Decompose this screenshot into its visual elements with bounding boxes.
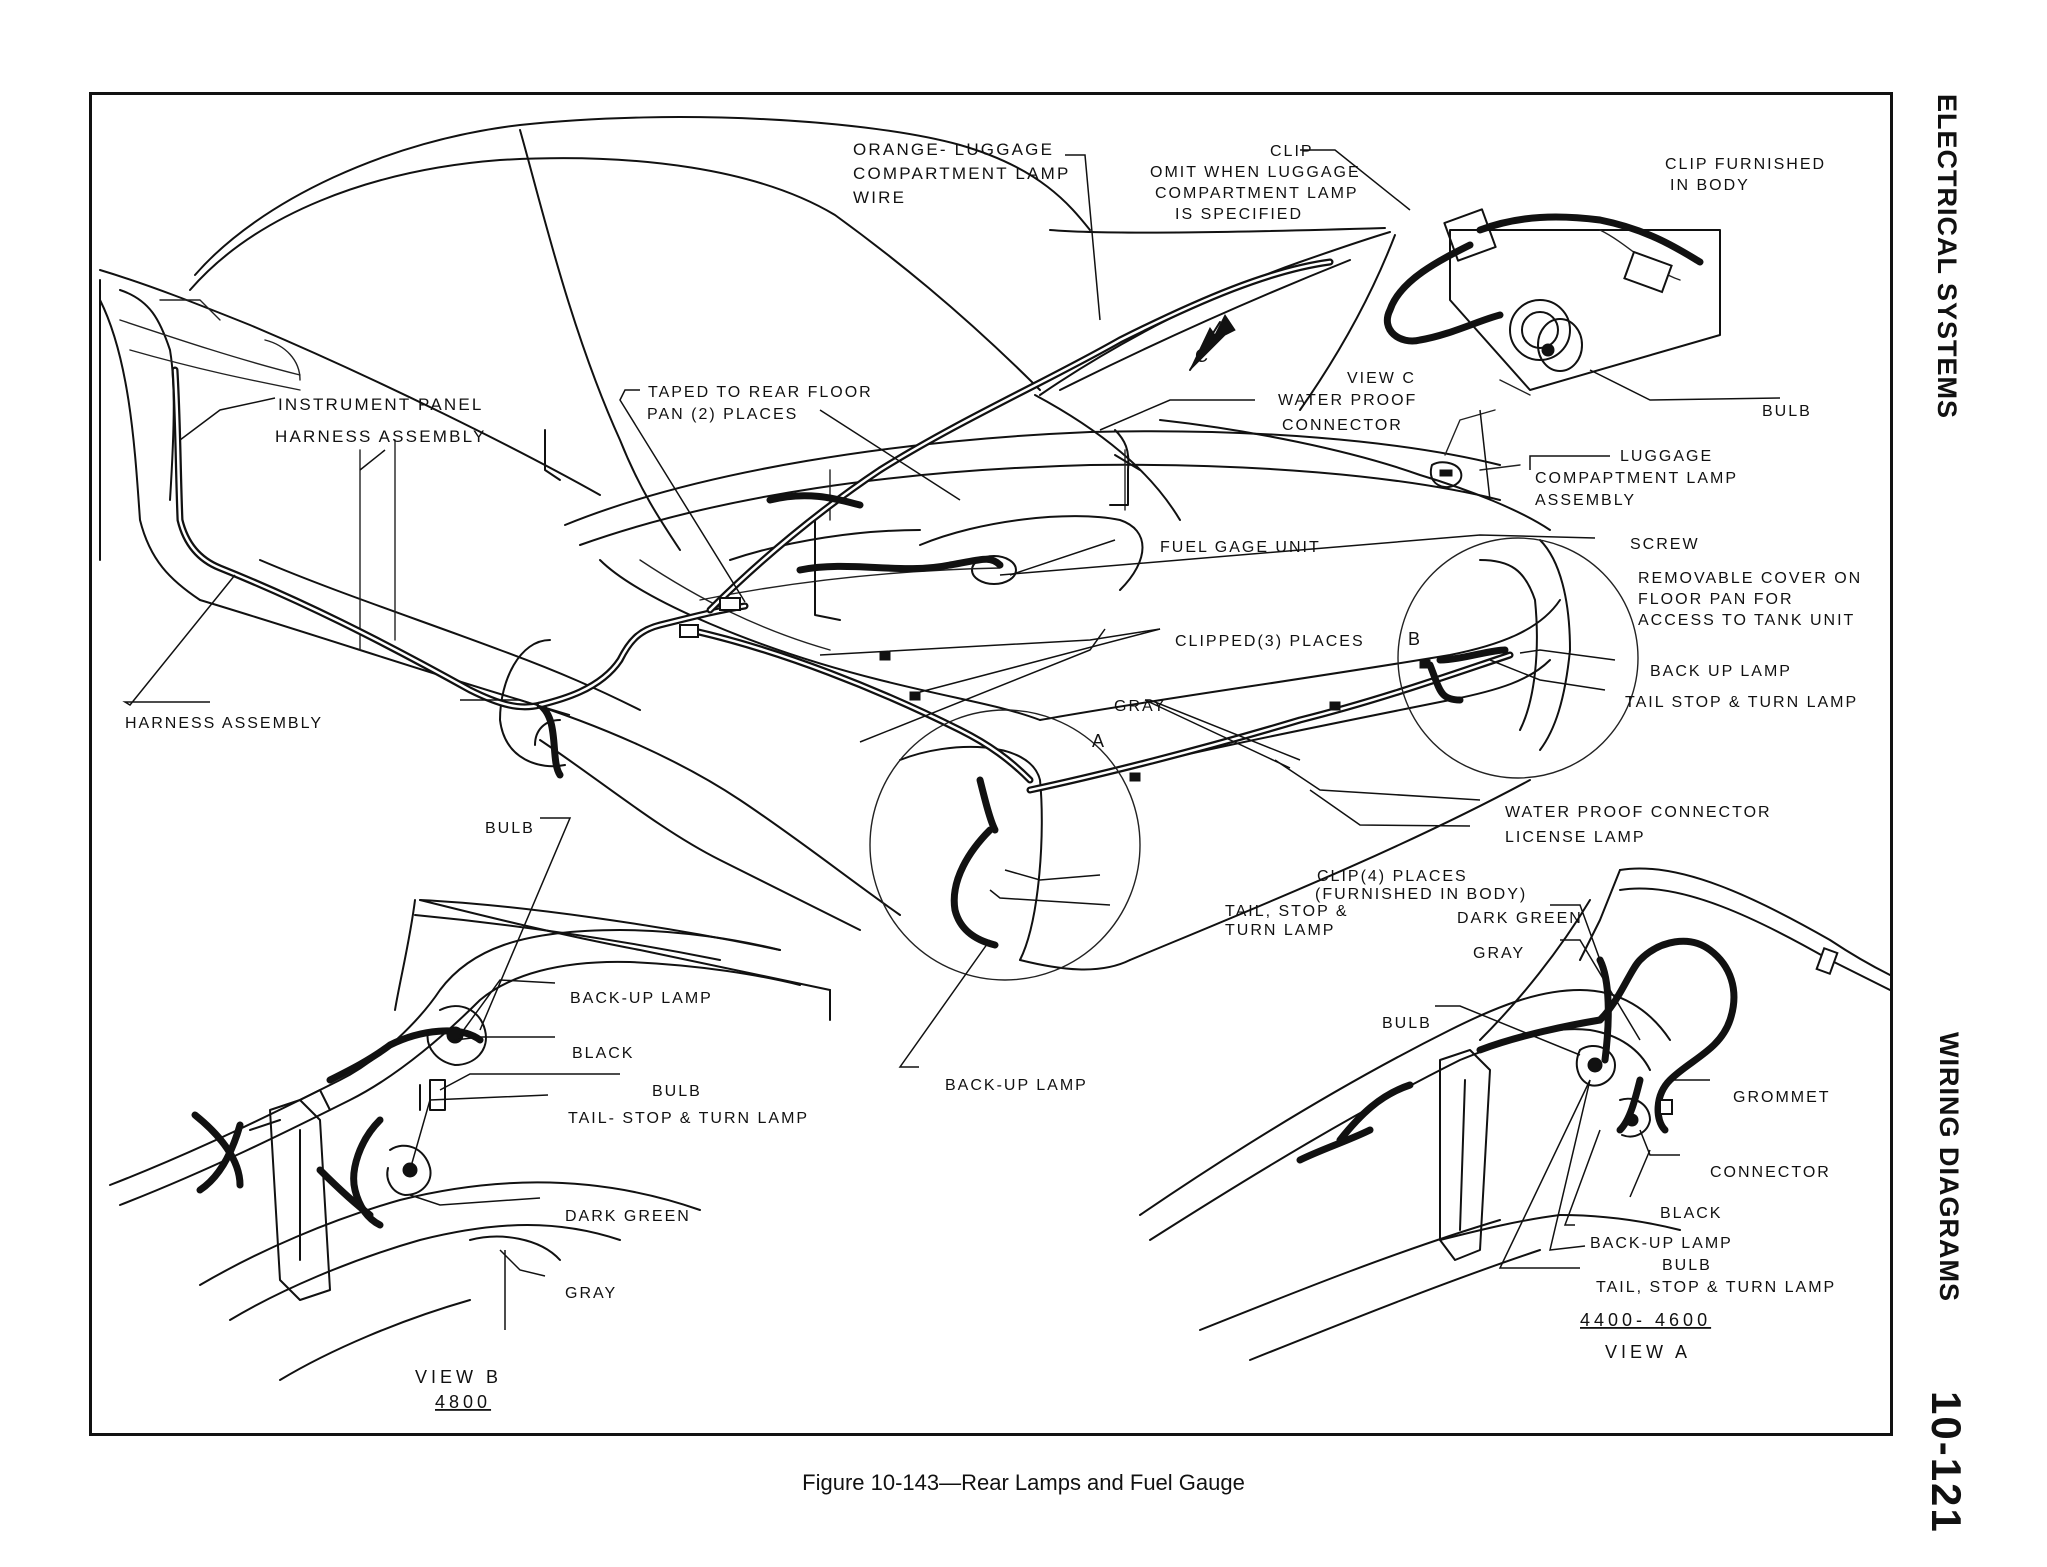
label-fuel-gage: FUEL GAGE UNIT [1160, 539, 1321, 556]
label-va-dark-green: DARK GREEN [1457, 910, 1583, 927]
main-harness [171, 258, 1514, 949]
label-water-proof-top-1: WATER PROOF [1278, 392, 1417, 409]
callout-a: A [1092, 731, 1108, 751]
leader-lines [122, 149, 1781, 1330]
label-clip-2: OMIT WHEN LUGGAGE [1150, 164, 1361, 181]
label-tail-stop-main-1: TAIL, STOP & [1225, 903, 1349, 920]
label-va-back-up: BACK-UP LAMP [1590, 1235, 1733, 1252]
callout-b: B [1408, 629, 1424, 649]
label-clip-3: COMPARTMENT LAMP [1155, 185, 1359, 202]
label-vb-back-up: BACK-UP LAMP [570, 990, 713, 1007]
view-a-detail [1139, 867, 1891, 1361]
label-va-connector: CONNECTOR [1710, 1164, 1831, 1181]
diagram-title: WIRING DIAGRAMS [1934, 1032, 1964, 1302]
label-tail-stop-main-2: TURN LAMP [1225, 922, 1335, 939]
callout-circles [869, 537, 1639, 981]
label-bulb-top: BULB [1762, 403, 1812, 420]
label-back-up-main: BACK-UP LAMP [945, 1077, 1088, 1094]
label-va-tail-stop: TAIL, STOP & TURN LAMP [1596, 1279, 1836, 1296]
label-group: ORANGE- LUGGAGE COMPARTMENT LAMP WIRE CL… [125, 140, 1862, 1302]
diagram-frame [89, 92, 1893, 1436]
label-removable-cover-2: FLOOR PAN FOR [1638, 591, 1794, 608]
figure-caption: Figure 10-143—Rear Lamps and Fuel Gauge [802, 1470, 1245, 1495]
label-screw: SCREW [1630, 536, 1700, 553]
label-clip-furnished-1: CLIP FURNISHED [1665, 156, 1826, 173]
callout-c: C [1195, 346, 1212, 366]
label-luggage-lamp-1: LUGGAGE [1620, 448, 1713, 465]
label-orange-luggage-1: ORANGE- LUGGAGE [853, 140, 1054, 159]
label-view-c: VIEW C [1347, 370, 1416, 387]
label-back-up-right: BACK UP LAMP [1650, 663, 1792, 680]
label-va-grommet: GROMMET [1733, 1089, 1831, 1106]
label-instrument-panel-1: INSTRUMENT PANEL [278, 395, 484, 414]
label-va-gray: GRAY [1473, 945, 1525, 962]
label-vb-bulb-mid: BULB [652, 1083, 702, 1100]
label-luggage-lamp-3: ASSEMBLY [1535, 492, 1636, 509]
label-harness-assembly: HARNESS ASSEMBLY [125, 715, 323, 732]
label-water-proof-main: WATER PROOF CONNECTOR [1505, 804, 1772, 821]
car-body-outline [99, 116, 1571, 971]
label-orange-luggage-3: WIRE [853, 188, 906, 207]
label-vb-gray: GRAY [565, 1285, 617, 1302]
label-vb-black: BLACK [572, 1045, 634, 1062]
label-gray-main: GRAY [1114, 698, 1166, 715]
view-a-models: 4400- 4600 [1580, 1310, 1711, 1330]
label-clip4-1: CLIP(4) PLACES [1317, 868, 1468, 885]
label-clip-furnished-2: IN BODY [1670, 177, 1750, 194]
label-clip-1: CLIP [1270, 143, 1314, 160]
label-va-bulb-lower: BULB [1662, 1257, 1712, 1274]
label-removable-cover-3: ACCESS TO TANK UNIT [1638, 612, 1855, 629]
label-removable-cover-1: REMOVABLE COVER ON [1638, 570, 1862, 587]
view-b-title: VIEW B [415, 1367, 502, 1387]
luggage-lamp-assembly [1383, 208, 1721, 489]
label-taped-2: PAN (2) PLACES [647, 406, 798, 423]
view-a-title: VIEW A [1605, 1342, 1691, 1362]
label-clipped-3: CLIPPED(3) PLACES [1175, 633, 1365, 650]
label-tail-stop-right: TAIL STOP & TURN LAMP [1625, 694, 1858, 711]
label-instrument-panel-2: HARNESS ASSEMBLY [275, 427, 487, 446]
view-b-detail [109, 899, 831, 1381]
view-identifiers: C B A VIEW B 4800 4400- 4600 VIEW A [415, 346, 1711, 1412]
label-water-proof-top-2: CONNECTOR [1282, 417, 1403, 434]
label-vb-tail-stop: TAIL- STOP & TURN LAMP [568, 1110, 809, 1127]
section-title: ELECTRICAL SYSTEMS [1932, 94, 1962, 420]
view-c-arrow [1189, 314, 1236, 371]
label-vb-dark-green: DARK GREEN [565, 1208, 691, 1225]
label-orange-luggage-2: COMPARTMENT LAMP [853, 164, 1071, 183]
label-va-black: BLACK [1660, 1205, 1722, 1222]
label-vb-bulb-top: BULB [485, 820, 535, 837]
label-license-lamp: LICENSE LAMP [1505, 829, 1645, 846]
label-clip4-2: (FURNISHED IN BODY) [1315, 886, 1527, 903]
label-clip-4: IS SPECIFIED [1175, 206, 1303, 223]
label-va-bulb: BULB [1382, 1015, 1432, 1032]
page-number: 10-121 [1923, 1391, 1970, 1534]
label-luggage-lamp-2: COMPAPTMENT LAMP [1535, 470, 1738, 487]
label-taped-1: TAPED TO REAR FLOOR [648, 384, 873, 401]
view-b-model: 4800 [435, 1392, 491, 1412]
